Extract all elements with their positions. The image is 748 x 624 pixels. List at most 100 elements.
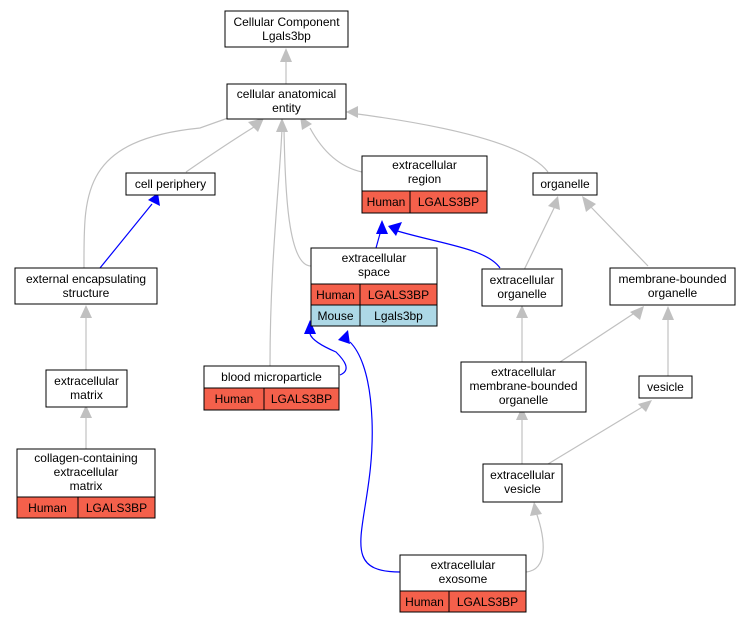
node-organelle-line-1: organelle (540, 177, 590, 191)
node-root[interactable]: Cellular Component Lgals3bp (224, 10, 349, 48)
node-ecmbo-line-1: extracellular (491, 365, 556, 379)
node-membrane-bounded-organelle[interactable]: membrane-bounded organelle (609, 267, 736, 306)
arrowhead-gray (516, 305, 528, 318)
node-extracellular-membrane-bounded-organelle[interactable]: extracellular membrane-bounded organelle (460, 361, 587, 413)
edges (83, 60, 669, 573)
node-extracellular-vesicle[interactable]: extracellular vesicle (482, 463, 563, 503)
arrowhead-gray (662, 306, 674, 320)
arrowhead-gray (80, 405, 92, 418)
species-label: Human (367, 195, 406, 209)
node-ecm-line-1: extracellular (54, 374, 119, 388)
node-organelle[interactable]: organelle (532, 172, 598, 196)
arrowhead-gray (548, 196, 560, 210)
arrowhead-blue (388, 222, 402, 236)
edge-ext-encap-to-cae (83, 117, 229, 269)
node-ecmbo-line-2: membrane-bounded (469, 379, 577, 393)
species-label: Human (316, 288, 355, 302)
node-exosome-line-1: extracellular (431, 558, 496, 572)
node-collagen-containing-ecm[interactable]: collagen-containing extracellular matrix… (16, 448, 156, 519)
node-extracellular-space-line-2: space (358, 265, 390, 279)
arrowhead-gray (280, 48, 292, 62)
gene-cell (448, 590, 527, 613)
gene-cell (409, 190, 488, 214)
edge-extorganelle-to-extregion (393, 229, 501, 269)
arrowhead-blue (148, 193, 160, 206)
species-label: Human (405, 595, 444, 609)
node-ecmbo-line-3: organelle (499, 393, 549, 407)
node-extracellular-region-line-1: extracellular (392, 158, 457, 172)
node-exosome-line-2: exosome (439, 572, 488, 586)
gene-label: LGALS3BP (271, 392, 332, 406)
edge-organelle-to-cae (349, 112, 549, 173)
gene-cell (359, 304, 438, 327)
node-root-line-1: Cellular Component (233, 15, 340, 29)
node-ext-vesicle-line-2: vesicle (504, 482, 541, 496)
arrowhead-blue (376, 220, 388, 234)
node-extracellular-exosome[interactable]: extracellular exosome Human LGALS3BP (399, 554, 527, 613)
node-blood-mp-line-1: blood microparticle (221, 370, 322, 384)
arrowhead-blue (304, 320, 316, 334)
edge-extvesicle-to-vesicle (547, 405, 645, 465)
node-cellular-anatomical-entity[interactable]: cellular anatomical entity (226, 83, 347, 120)
node-extracellular-organelle[interactable]: extracellular organelle (481, 268, 563, 307)
node-extracellular-region-line-2: region (408, 172, 441, 186)
gene-cell (77, 496, 156, 519)
node-extracellular-region[interactable]: extracellular region Human LGALS3BP (361, 155, 488, 214)
gene-cell (263, 387, 340, 411)
node-vesicle[interactable]: vesicle (638, 375, 693, 399)
arrowhead-gray (248, 118, 264, 132)
node-extracellular-matrix[interactable]: extracellular matrix (45, 369, 128, 408)
arrowhead-gray (80, 305, 92, 318)
arrowhead-gray (516, 407, 528, 420)
node-ext-organelle-line-2: organelle (497, 287, 547, 301)
arrowhead-blue (338, 330, 350, 344)
node-cell-periphery-line-1: cell periphery (135, 177, 206, 191)
gene-label: LGALS3BP (418, 195, 479, 209)
arrowhead-gray (638, 400, 652, 412)
edge-bloodmp-to-cae (269, 127, 283, 367)
edge-mbo-to-organelle (589, 205, 649, 267)
node-collagen-line-3: matrix (70, 479, 103, 493)
node-ext-vesicle-line-1: extracellular (490, 468, 555, 482)
node-ecm-line-2: matrix (70, 388, 103, 402)
node-external-encapsulating-structure[interactable]: external encapsulating structure (14, 267, 158, 305)
node-ext-organelle-line-1: extracellular (490, 273, 555, 287)
species-label: Human (215, 392, 254, 406)
node-mbo-line-1: membrane-bounded (618, 272, 726, 286)
gene-label: LGALS3BP (86, 501, 147, 515)
node-cell-periphery[interactable]: cell periphery (125, 172, 216, 196)
edge-bloodmp-to-extspace (309, 333, 347, 376)
node-extracellular-space[interactable]: extracellular space Human LGALS3BP Mouse… (310, 247, 438, 327)
edge-exosome-to-extspace (349, 341, 401, 573)
edge-cellperiphery-to-cae (185, 126, 255, 173)
node-collagen-line-2: extracellular (54, 465, 119, 479)
arrowheads (80, 48, 674, 516)
node-cae-line-1: cellular anatomical (237, 87, 336, 101)
node-collagen-line-1: collagen-containing (34, 451, 137, 465)
arrowhead-gray (630, 306, 644, 320)
arrowhead-gray (582, 196, 596, 212)
gene-label: LGALS3BP (368, 288, 429, 302)
node-ext-encap-line-2: structure (63, 286, 110, 300)
gene-label: Lgals3bp (374, 309, 423, 323)
edge-ext-encap-to-cellperiphery (99, 203, 153, 269)
arrowhead-gray (276, 118, 288, 132)
node-mbo-line-2: organelle (648, 286, 698, 300)
species-label: Human (28, 501, 67, 515)
node-root-line-2: Lgals3bp (262, 29, 311, 43)
node-cae-line-2: entity (272, 101, 301, 115)
arrowhead-gray (530, 502, 542, 516)
edge-extspace-to-cae (283, 127, 312, 267)
edge-ecmbo-to-mbo (559, 311, 637, 363)
gene-label: LGALS3BP (457, 595, 518, 609)
edge-extregion-to-cae (309, 127, 363, 173)
edge-exosome-to-extvesicle (525, 511, 544, 573)
edge-extorganelle-to-organelle (523, 203, 557, 271)
species-label: Mouse (317, 309, 353, 323)
node-extracellular-space-line-1: extracellular (342, 251, 407, 265)
arrowhead-gray (346, 106, 358, 118)
node-blood-microparticle[interactable]: blood microparticle Human LGALS3BP (203, 365, 340, 411)
node-ext-encap-line-1: external encapsulating (26, 272, 146, 286)
